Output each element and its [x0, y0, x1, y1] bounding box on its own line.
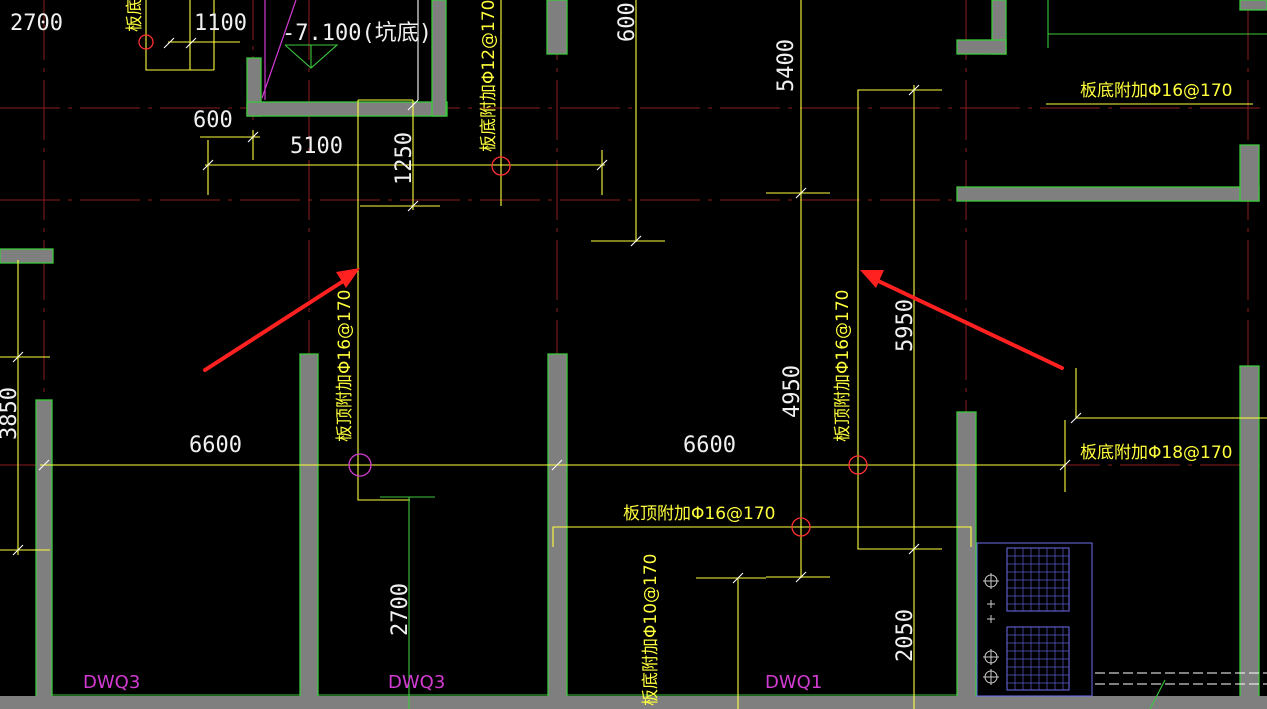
axis-circle-5 — [348, 453, 372, 477]
dim-6600-left: 6600 — [189, 433, 242, 458]
wall-bottom — [0, 696, 1267, 709]
wall-stub-top-mid — [546, 0, 568, 55]
wall-tag-left: DWQ3 — [83, 672, 140, 693]
arrow-left-head — [336, 268, 360, 288]
rebar-label-top-left-cut: 板底附 — [125, 0, 145, 32]
axis-circle-4 — [848, 455, 868, 475]
axis-circle-1 — [138, 34, 154, 50]
axis-markers — [138, 34, 868, 537]
dim-1250: 1250 — [392, 132, 417, 185]
dim-4950: 4950 — [780, 365, 805, 418]
wall-top-right-horizontal — [956, 39, 1007, 55]
wall-vertical-1 — [35, 399, 53, 709]
pit-wall-bottom — [246, 101, 448, 117]
dim-2050: 2050 — [893, 609, 918, 662]
rebar-label-top-16-vertical-left: 板顶附加Φ16@170 — [335, 290, 355, 442]
wall-right-horizontal — [956, 186, 1260, 202]
wall-tags: DWQ3 DWQ3 DWQ1 — [83, 672, 822, 693]
dim-2700-bottom: 2700 — [388, 583, 413, 636]
wall-top-far-right — [1239, 0, 1267, 11]
rebar-label-bottom-16-top-right: 板底附加Φ16@170 — [1080, 81, 1232, 101]
dim-1100: 1100 — [194, 11, 247, 36]
green-lines — [380, 0, 1267, 709]
dim-3850: 3850 — [0, 387, 22, 440]
rebar-label-top-16-horizontal: 板顶附加Φ16@170 — [623, 504, 775, 524]
dimension-texts: 2700 1100 600 5100 1250 600 5400 5950 49… — [0, 2, 918, 662]
arrow-right — [870, 276, 1064, 370]
wall-right-vertical-top — [1239, 144, 1260, 202]
equipment-symbol — [976, 542, 1267, 697]
wall-vertical-4 — [956, 411, 977, 709]
pit-details — [261, 0, 419, 100]
wall-tag-right: DWQ1 — [765, 672, 822, 693]
wall-left-stub — [0, 248, 54, 264]
wall-vertical-5 — [1239, 365, 1260, 709]
dim-5950: 5950 — [893, 299, 918, 352]
wall-vertical-2 — [299, 353, 319, 709]
axis-circle-2 — [491, 156, 511, 176]
dim-600-top: 600 — [615, 2, 640, 42]
wall-vertical-3 — [547, 353, 568, 709]
rebar-label-bottom-18: 板底附加Φ18@170 — [1080, 443, 1232, 463]
rebar-label-bottom-12: 板底附加Φ12@170 — [479, 0, 499, 152]
dimension-ticks — [12, 37, 1082, 584]
wall-tag-middle: DWQ3 — [388, 672, 445, 693]
elevation-pit-bottom: -7.100(坑底) — [282, 21, 432, 46]
rebar-label-bottom-10: 板底附加Φ10@170 — [641, 554, 661, 706]
arrow-left — [203, 276, 350, 372]
dim-5400: 5400 — [774, 39, 799, 92]
dim-6600-mid: 6600 — [683, 433, 736, 458]
annotation-arrows — [203, 268, 1064, 372]
rebar-label-top-16-vertical-mid: 板顶附加Φ16@170 — [833, 290, 853, 442]
rebar-texts: 板底附 板底附加Φ12@170 板底附加Φ16@170 板顶附加Φ16@170 … — [125, 0, 1232, 706]
dim-2700-top: 2700 — [10, 11, 63, 36]
axis-circle-3 — [791, 517, 811, 537]
pit-wall-right — [431, 0, 447, 117]
dim-600-left: 600 — [193, 108, 233, 133]
dim-5100: 5100 — [290, 134, 343, 159]
arrow-right-head — [860, 270, 884, 288]
